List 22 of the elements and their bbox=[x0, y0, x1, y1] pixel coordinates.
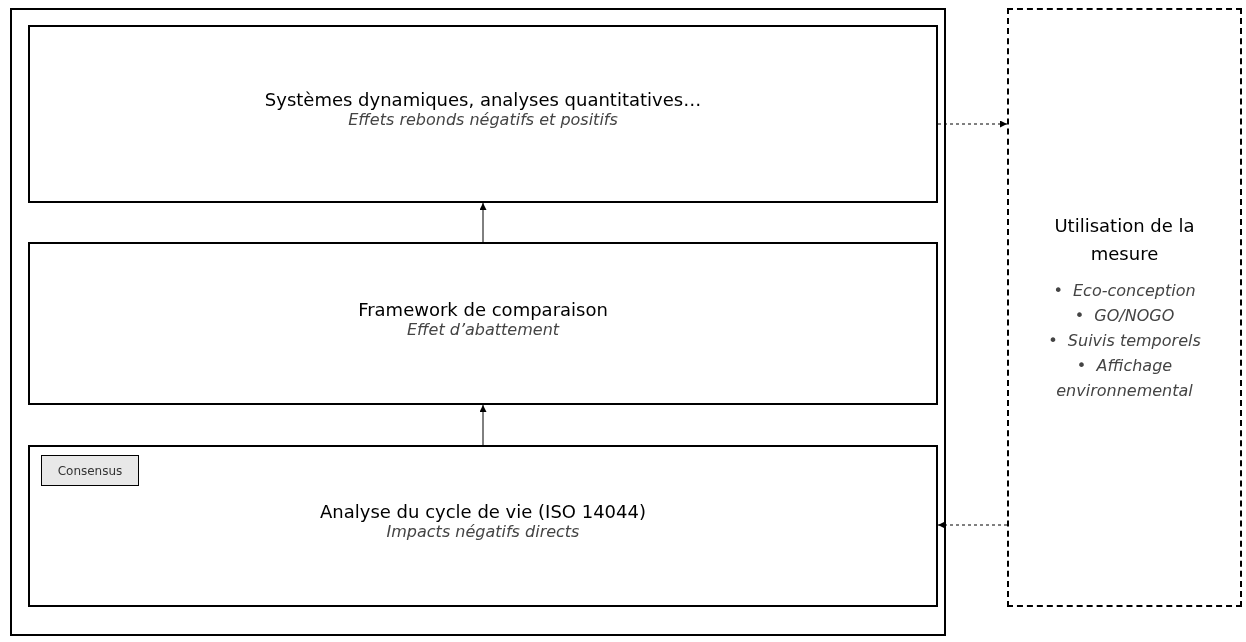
arrow bbox=[937, 120, 1008, 128]
bullet-item: • GO/NOGO bbox=[1073, 305, 1176, 327]
tag-label: Consensus bbox=[57, 463, 123, 478]
bullet-item: • Eco-conception bbox=[1052, 280, 1197, 302]
box-subtitle: Effet d’abattement bbox=[405, 319, 560, 339]
bullet-item: • Suivis temporels bbox=[1047, 330, 1202, 352]
process-box bbox=[28, 25, 938, 203]
arrow bbox=[479, 202, 487, 243]
arrow bbox=[937, 521, 1008, 529]
bullet-item: • Affichage environnemental bbox=[1055, 355, 1194, 402]
frame-box bbox=[10, 8, 946, 636]
panel-title: Utilisation de la mesure bbox=[1053, 214, 1196, 266]
box-subtitle: Effets rebonds négatifs et positifs bbox=[347, 110, 619, 129]
process-box bbox=[28, 445, 938, 607]
box-title: Analyse du cycle de vie (ISO 14044) bbox=[319, 501, 647, 522]
box-subtitle: Impacts négatifs directs bbox=[385, 522, 581, 541]
box-title: Systèmes dynamiques, analyses quantitatives… bbox=[263, 89, 703, 110]
dashed-panel bbox=[1007, 8, 1242, 607]
arrow bbox=[479, 404, 487, 446]
process-box bbox=[28, 242, 938, 405]
box-title: Framework de comparaison bbox=[357, 298, 609, 320]
tag-box bbox=[41, 455, 139, 486]
